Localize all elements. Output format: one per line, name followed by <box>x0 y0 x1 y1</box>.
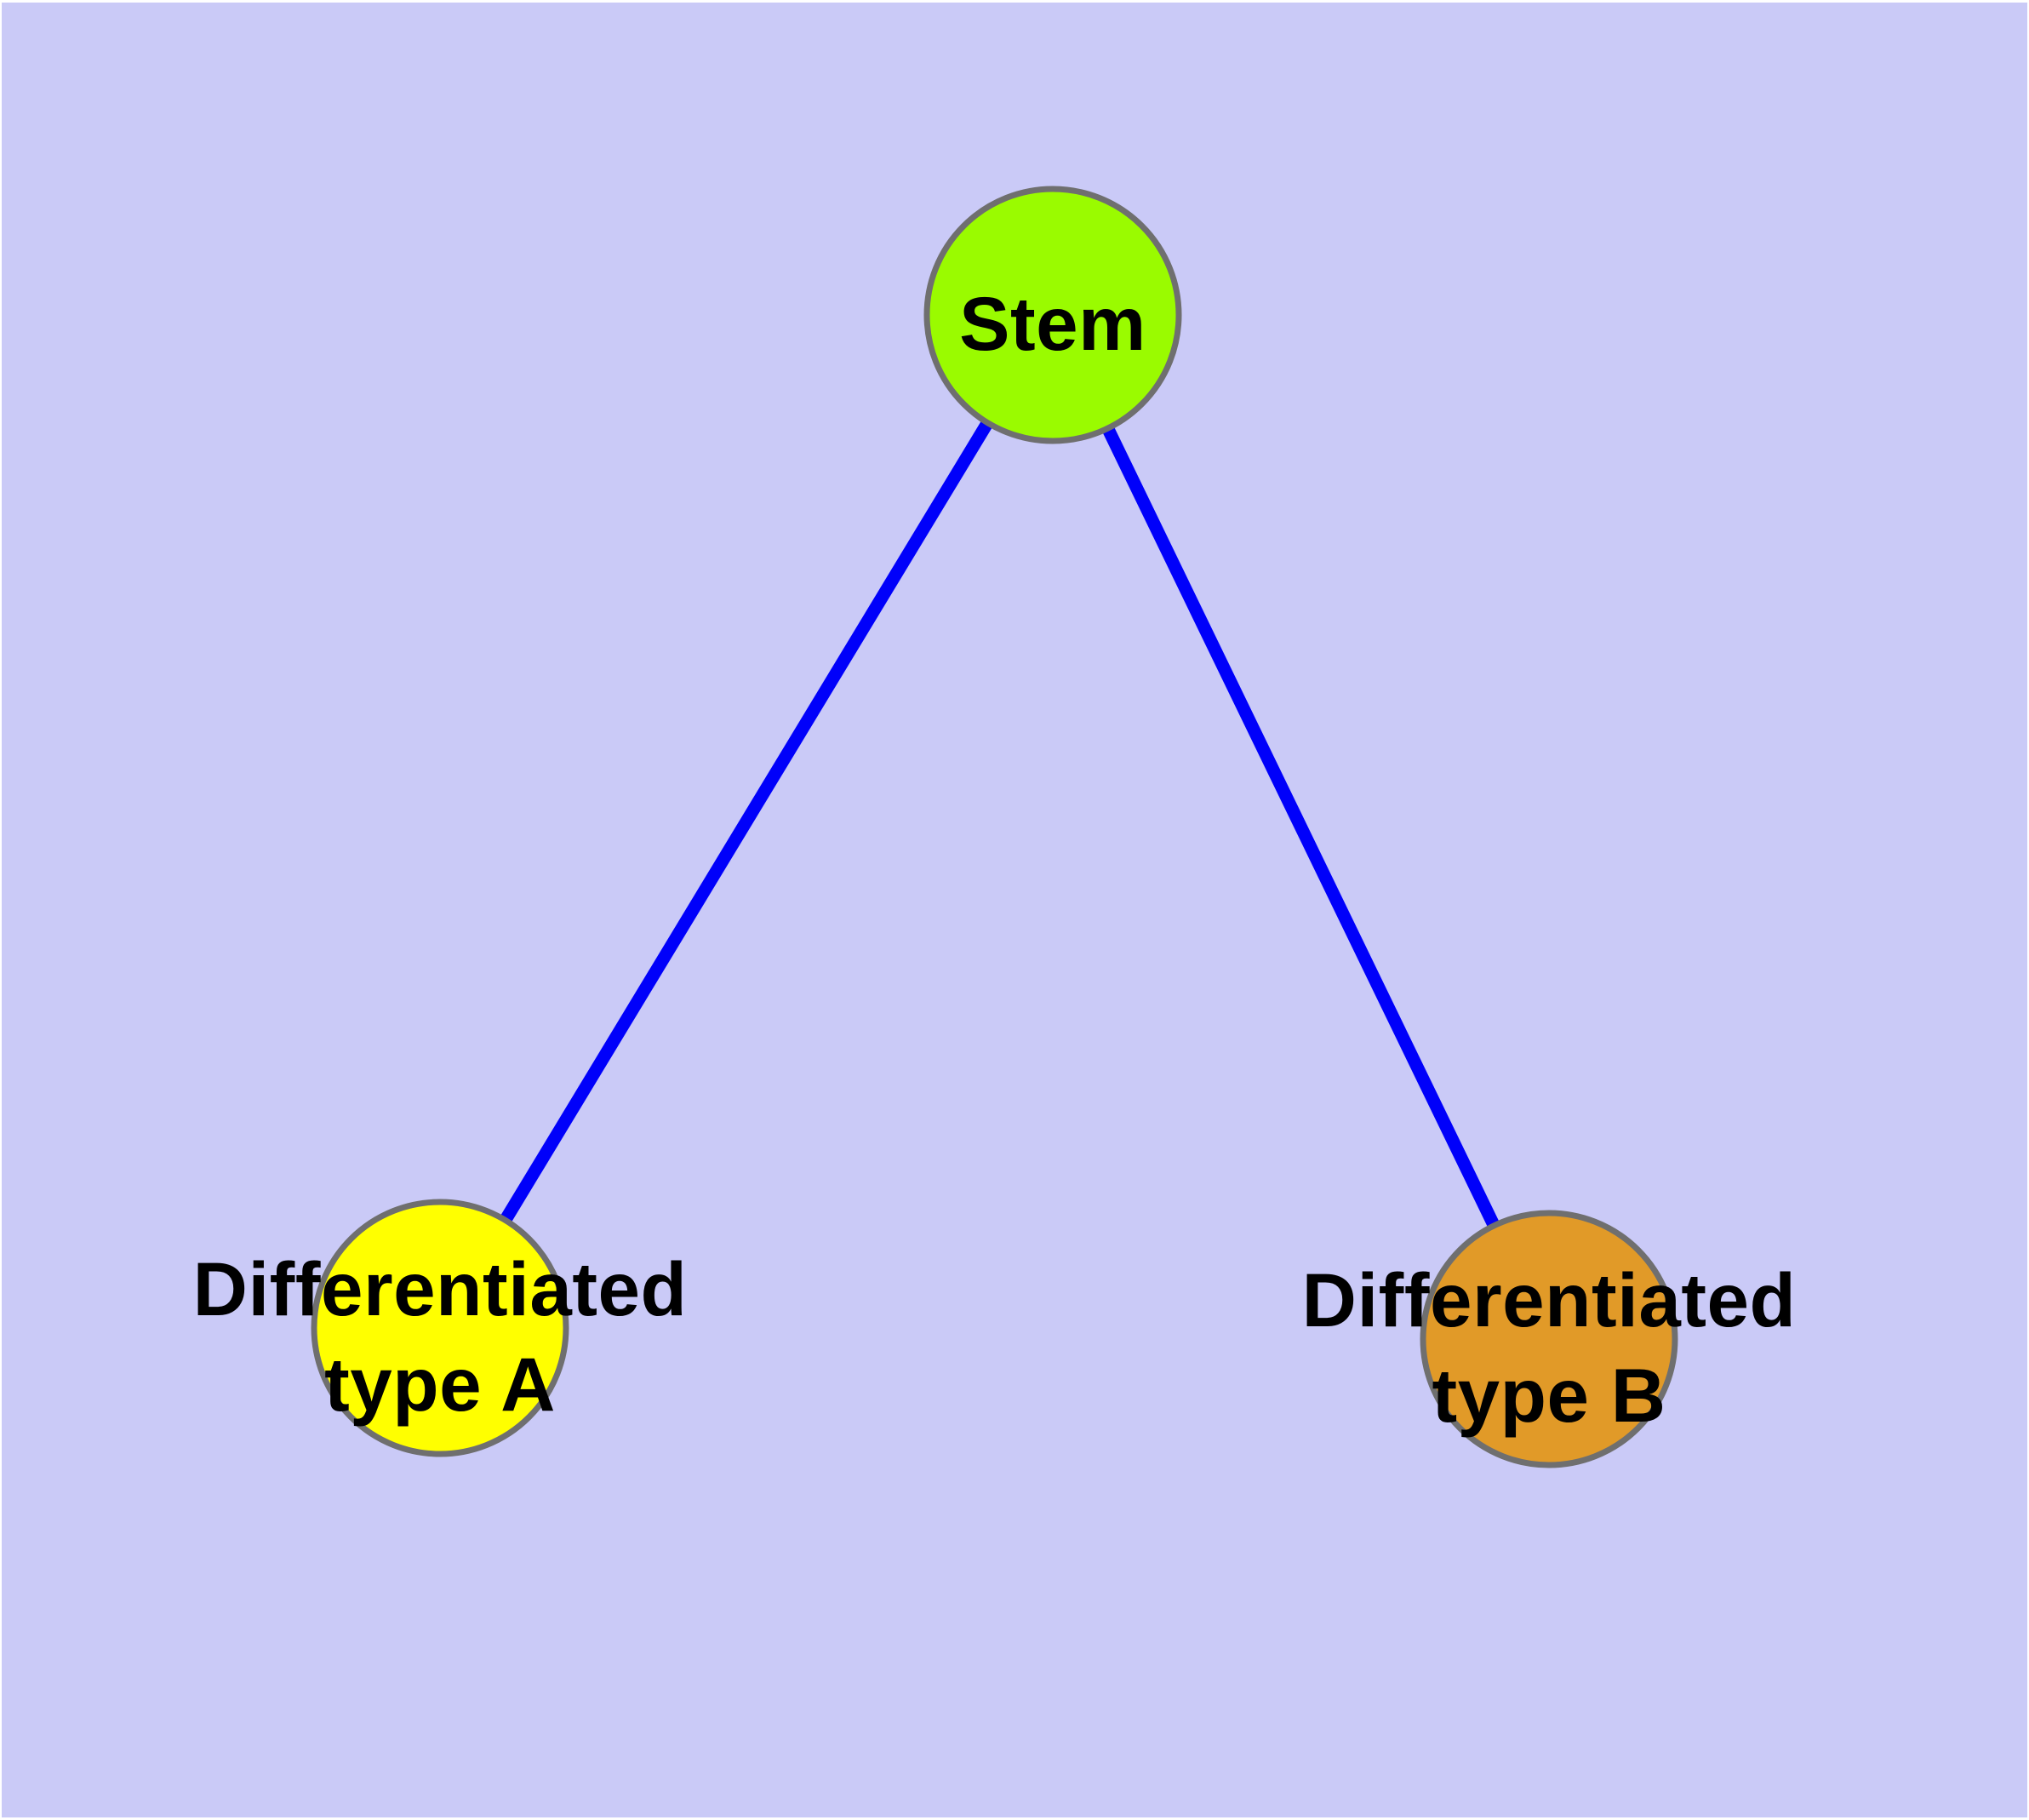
node-type-a-label-line1: Differentiated <box>192 1246 688 1331</box>
node-type-a-label: Differentiated type A <box>193 1241 688 1432</box>
node-type-b-label-line2: type B <box>1432 1353 1666 1438</box>
node-stem-label: Stem <box>959 276 1146 371</box>
node-stem-label-text: Stem <box>959 281 1146 366</box>
edge-stem-to-type-b <box>1047 312 1555 1342</box>
node-stem-circle <box>923 186 1182 444</box>
edge-stem-to-type-a <box>434 312 1059 1331</box>
node-type-b-circle <box>1420 1210 1678 1468</box>
node-type-a-circle <box>311 1199 569 1457</box>
node-type-a-label-line2: type A <box>324 1342 556 1427</box>
node-type-b-label-line1: Differentiated <box>1301 1257 1797 1342</box>
node-type-b-label: Differentiated type B <box>1302 1252 1797 1443</box>
